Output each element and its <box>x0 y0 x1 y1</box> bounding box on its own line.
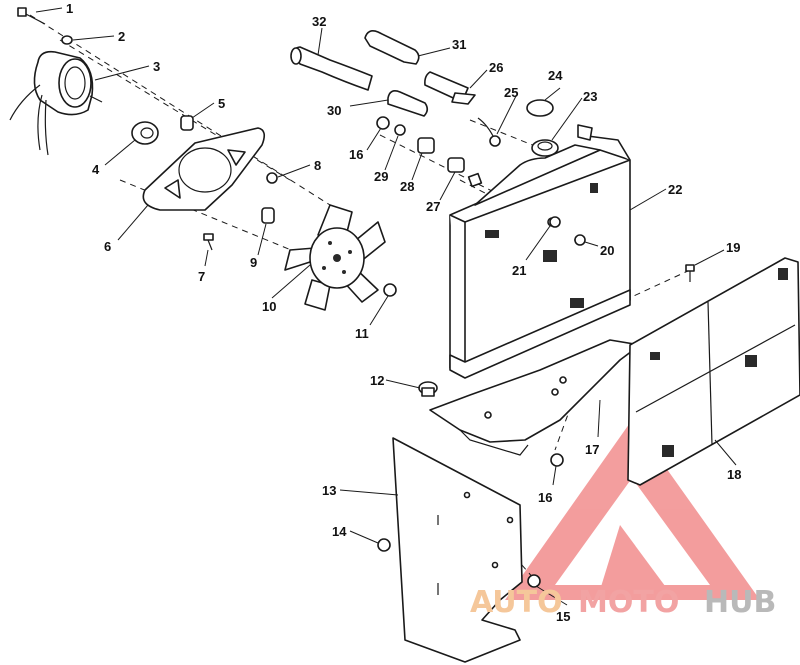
watermark-hub: HUB <box>704 585 776 620</box>
part-fan-motor-3 <box>9 50 103 156</box>
callout-12: 12 <box>370 373 384 388</box>
part-clamp-29 <box>394 124 406 136</box>
part-screw-19 <box>685 264 695 282</box>
part-spacer-5 <box>180 115 194 131</box>
callout-11: 11 <box>355 326 369 341</box>
part-nut-8 <box>266 172 278 184</box>
part-nut-11 <box>383 283 397 297</box>
part-hose-32 <box>290 46 373 91</box>
callout-16: 16 <box>538 490 552 505</box>
callout-3: 3 <box>153 59 160 74</box>
part-side-panel-13 <box>392 437 523 663</box>
callout-24: 24 <box>548 68 563 83</box>
part-grommet-12 <box>418 381 438 397</box>
callout-20: 20 <box>600 243 614 258</box>
part-hose-26 <box>424 71 476 105</box>
callout-4: 4 <box>92 162 100 177</box>
callout-7: 7 <box>198 269 205 284</box>
part-tube-25 <box>477 117 501 147</box>
callout-9: 9 <box>250 255 257 270</box>
callout-30: 30 <box>327 103 341 118</box>
part-hose-30 <box>387 90 429 117</box>
part-washer-2 <box>61 35 73 45</box>
callout-31: 31 <box>452 37 466 52</box>
watermark-auto: AUTO <box>470 585 563 620</box>
part-nut-16-top <box>376 116 390 130</box>
part-spacer-27 <box>447 157 465 173</box>
callout-15: 15 <box>556 609 570 624</box>
callout-14: 14 <box>332 524 347 539</box>
part-nut-21 <box>549 216 561 228</box>
part-nut-20 <box>574 234 586 246</box>
part-spacer-9 <box>261 207 275 224</box>
part-hub-4 <box>131 121 159 145</box>
part-radiator-cap-23 <box>531 139 559 157</box>
part-lower-panel-17 <box>429 339 641 456</box>
callout-19: 19 <box>726 240 740 255</box>
watermark-moto: MOTO <box>578 585 679 620</box>
callout-25: 25 <box>504 85 518 100</box>
callout-labels: 1234567891011121314151616171819202122232… <box>66 1 741 624</box>
callout-23: 23 <box>583 89 597 104</box>
callout-26: 26 <box>489 60 503 75</box>
callout-17: 17 <box>585 442 599 457</box>
part-mounting-plate-6 <box>142 127 266 211</box>
callout-22: 22 <box>668 182 682 197</box>
callout-32: 32 <box>312 14 326 29</box>
part-nut-15 <box>527 574 541 588</box>
watermark-logo <box>505 420 760 600</box>
callout-5: 5 <box>218 96 225 111</box>
part-screw-7 <box>203 233 214 251</box>
callout-21: 21 <box>512 263 526 278</box>
part-hose-31 <box>364 30 420 65</box>
callout-27: 27 <box>426 199 440 214</box>
leader-lines <box>35 7 737 606</box>
callout-1: 1 <box>66 1 73 16</box>
part-nut-14 <box>377 538 391 552</box>
part-fan-blade-10 <box>284 204 386 311</box>
part-radiator-22 <box>449 124 631 379</box>
callout-28: 28 <box>400 179 414 194</box>
callout-13: 13 <box>322 483 336 498</box>
callout-18: 18 <box>727 467 741 482</box>
part-bolt-1 <box>17 7 46 25</box>
part-grille-18 <box>627 257 800 486</box>
callout-29: 29 <box>374 169 388 184</box>
callout-10: 10 <box>262 299 276 314</box>
watermark-text: AUTO MOTO HUB <box>470 585 776 620</box>
callout-6: 6 <box>104 239 111 254</box>
part-connector-28 <box>417 137 435 154</box>
callout-8: 8 <box>314 158 321 173</box>
part-gasket-24 <box>526 99 554 117</box>
callout-2: 2 <box>118 29 125 44</box>
part-nut-16-lower <box>550 453 564 467</box>
callout-16: 16 <box>349 147 363 162</box>
